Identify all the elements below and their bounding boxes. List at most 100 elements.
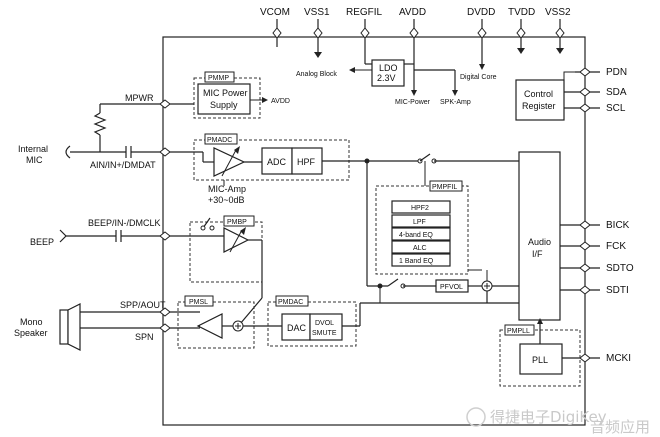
vss2-arrow-icon xyxy=(556,48,564,54)
analog-block-arrow-icon xyxy=(349,67,355,73)
pf-path-switch xyxy=(387,278,399,287)
pfvol-label: PFVOL xyxy=(440,284,463,291)
pin-fck xyxy=(579,241,591,251)
control-register-label-1: Control xyxy=(524,89,553,99)
pmbp-tag xyxy=(223,215,255,227)
pin-tvdd-label: TVDD xyxy=(508,7,535,18)
control-section: Control Register xyxy=(515,71,600,121)
pmdac-region xyxy=(267,301,357,347)
audio-if-label-2: I/F xyxy=(532,249,543,259)
pmpfil-tag xyxy=(429,180,463,192)
pmadc-region xyxy=(193,139,350,181)
avdd-input-label: AVDD xyxy=(271,98,290,105)
adc-path-switch xyxy=(419,153,431,162)
smute-label: SMUTE xyxy=(312,330,337,337)
eq4-label: 4-band EQ xyxy=(399,232,433,239)
pin-spp-label: SPP/AOUT xyxy=(120,300,166,310)
pin-mcki xyxy=(579,353,591,363)
tvdd-arrow-icon xyxy=(517,48,525,54)
internal-mic-icon xyxy=(65,145,71,159)
dac-label: DAC xyxy=(287,323,307,333)
mic-power-arrow-icon xyxy=(411,90,417,96)
dac-section: PMDAC DAC DVOL SMUTE xyxy=(267,295,361,347)
control-register-block xyxy=(515,79,565,121)
pin-pdn-label: PDN xyxy=(606,67,627,78)
pmdac-tag xyxy=(275,295,309,307)
pin-sda-label: SDA xyxy=(606,87,627,98)
pmpll-label: PMPLL xyxy=(507,328,530,335)
pin-beep xyxy=(159,231,171,241)
pin-sda xyxy=(579,87,591,97)
digital-core-label: Digital Core xyxy=(460,74,497,81)
pmadc-tag xyxy=(204,133,238,145)
analog-block-label: Analog Block xyxy=(296,71,337,78)
pin-bick xyxy=(579,220,591,230)
pll-label: PLL xyxy=(532,355,548,365)
ldo-label-2: 2.3V xyxy=(377,73,396,83)
eq4-block xyxy=(391,227,451,241)
pin-beep-label: BEEP/IN-/DMCLK xyxy=(88,218,161,228)
audio-if-label-1: Audio xyxy=(528,237,551,247)
alc-block xyxy=(391,240,451,254)
mic-input-section: MPWR Internal MIC AIN/IN+/DMDAT xyxy=(18,93,203,170)
hpf2-block xyxy=(391,200,451,214)
pmsl-label: PMSL xyxy=(189,299,208,306)
mono-speaker-label-1: Mono xyxy=(20,317,43,327)
mic-power-section: PMMP MIC Power Supply AVDD xyxy=(193,71,290,119)
pin-vss2-label: VSS2 xyxy=(545,7,571,18)
pin-regfil xyxy=(360,27,370,39)
watermark: 得捷电子DigiKey 音频应用 xyxy=(466,407,650,436)
pin-mpwr xyxy=(159,99,171,109)
ldo-label-1: LDO xyxy=(379,63,398,73)
hpf-block xyxy=(291,147,323,175)
pin-sdto xyxy=(579,263,591,273)
filter-chain-section: PMPFIL HPF2 LPF 4-band EQ ALC 1 Band EQ xyxy=(375,180,482,275)
pmmp-label: PMMP xyxy=(208,75,229,82)
dvol-label: DVOL xyxy=(315,320,334,327)
pin-sdti xyxy=(579,285,591,295)
control-register-label-2: Register xyxy=(522,101,556,111)
speaker-magnet xyxy=(59,309,69,345)
eq1-block xyxy=(391,253,451,267)
pmdac-label: PMDAC xyxy=(278,299,303,306)
pin-spn xyxy=(159,323,171,333)
pll-to-audio-arrow-icon xyxy=(537,318,543,324)
power-section: LDO 2.3V Analog Block Digital Core MIC-P… xyxy=(296,58,497,106)
avdd-in-arrow-icon xyxy=(262,97,268,103)
digital-core-arrow-icon xyxy=(479,64,485,70)
watermark-text-2: 音频应用 xyxy=(590,418,650,436)
adc-section: PMADC ADC HPF MIC-Amp +30~0dB xyxy=(193,133,365,205)
mic-amp-label-2: +30~0dB xyxy=(208,195,245,205)
pin-dvdd-label: DVDD xyxy=(467,7,495,18)
adc-label: ADC xyxy=(267,157,287,167)
pin-ain-label: AIN/IN+/DMDAT xyxy=(90,160,156,170)
vss1-arrow-icon xyxy=(314,52,322,58)
spk-amp-label: SPK-Amp xyxy=(440,99,471,106)
audio-if-block xyxy=(518,151,561,321)
pin-vss2 xyxy=(555,27,565,39)
pfvol-section: PFVOL xyxy=(360,270,519,304)
pin-vss1 xyxy=(313,27,323,39)
speaker-output-section: Mono Speaker SPP/AOUT SPN PMSL xyxy=(14,295,282,351)
top-pins: VCOM VSS1 REGFIL AVDD DVDD TVDD VSS2 xyxy=(260,7,571,64)
beep-label: BEEP xyxy=(30,237,54,247)
pin-sdti-label: SDTI xyxy=(606,285,629,296)
eq1-label: 1 Band EQ xyxy=(399,258,434,265)
pin-regfil-label: REGFIL xyxy=(346,7,383,18)
pin-tvdd xyxy=(516,27,526,39)
pin-spp xyxy=(159,307,171,317)
pin-spn-label: SPN xyxy=(135,332,154,342)
speaker-cone-icon xyxy=(67,303,81,351)
pin-pdn xyxy=(579,67,591,77)
pin-fck-label: FCK xyxy=(606,241,626,252)
beep-section: BEEP/IN-/DMCLK BEEP PMBP xyxy=(30,215,263,325)
mic-power-label: MIC-Power xyxy=(395,99,431,106)
mic-amp-label-1: MIC-Amp xyxy=(208,184,246,194)
beep-source-icon xyxy=(59,229,67,243)
pmpll-tag xyxy=(504,324,535,336)
right-pins: PDN SDA SCL BICK FCK SDTO SDTI MCKI xyxy=(560,67,634,364)
pin-scl-label: SCL xyxy=(606,103,626,114)
pin-vcom-label: VCOM xyxy=(260,7,290,18)
